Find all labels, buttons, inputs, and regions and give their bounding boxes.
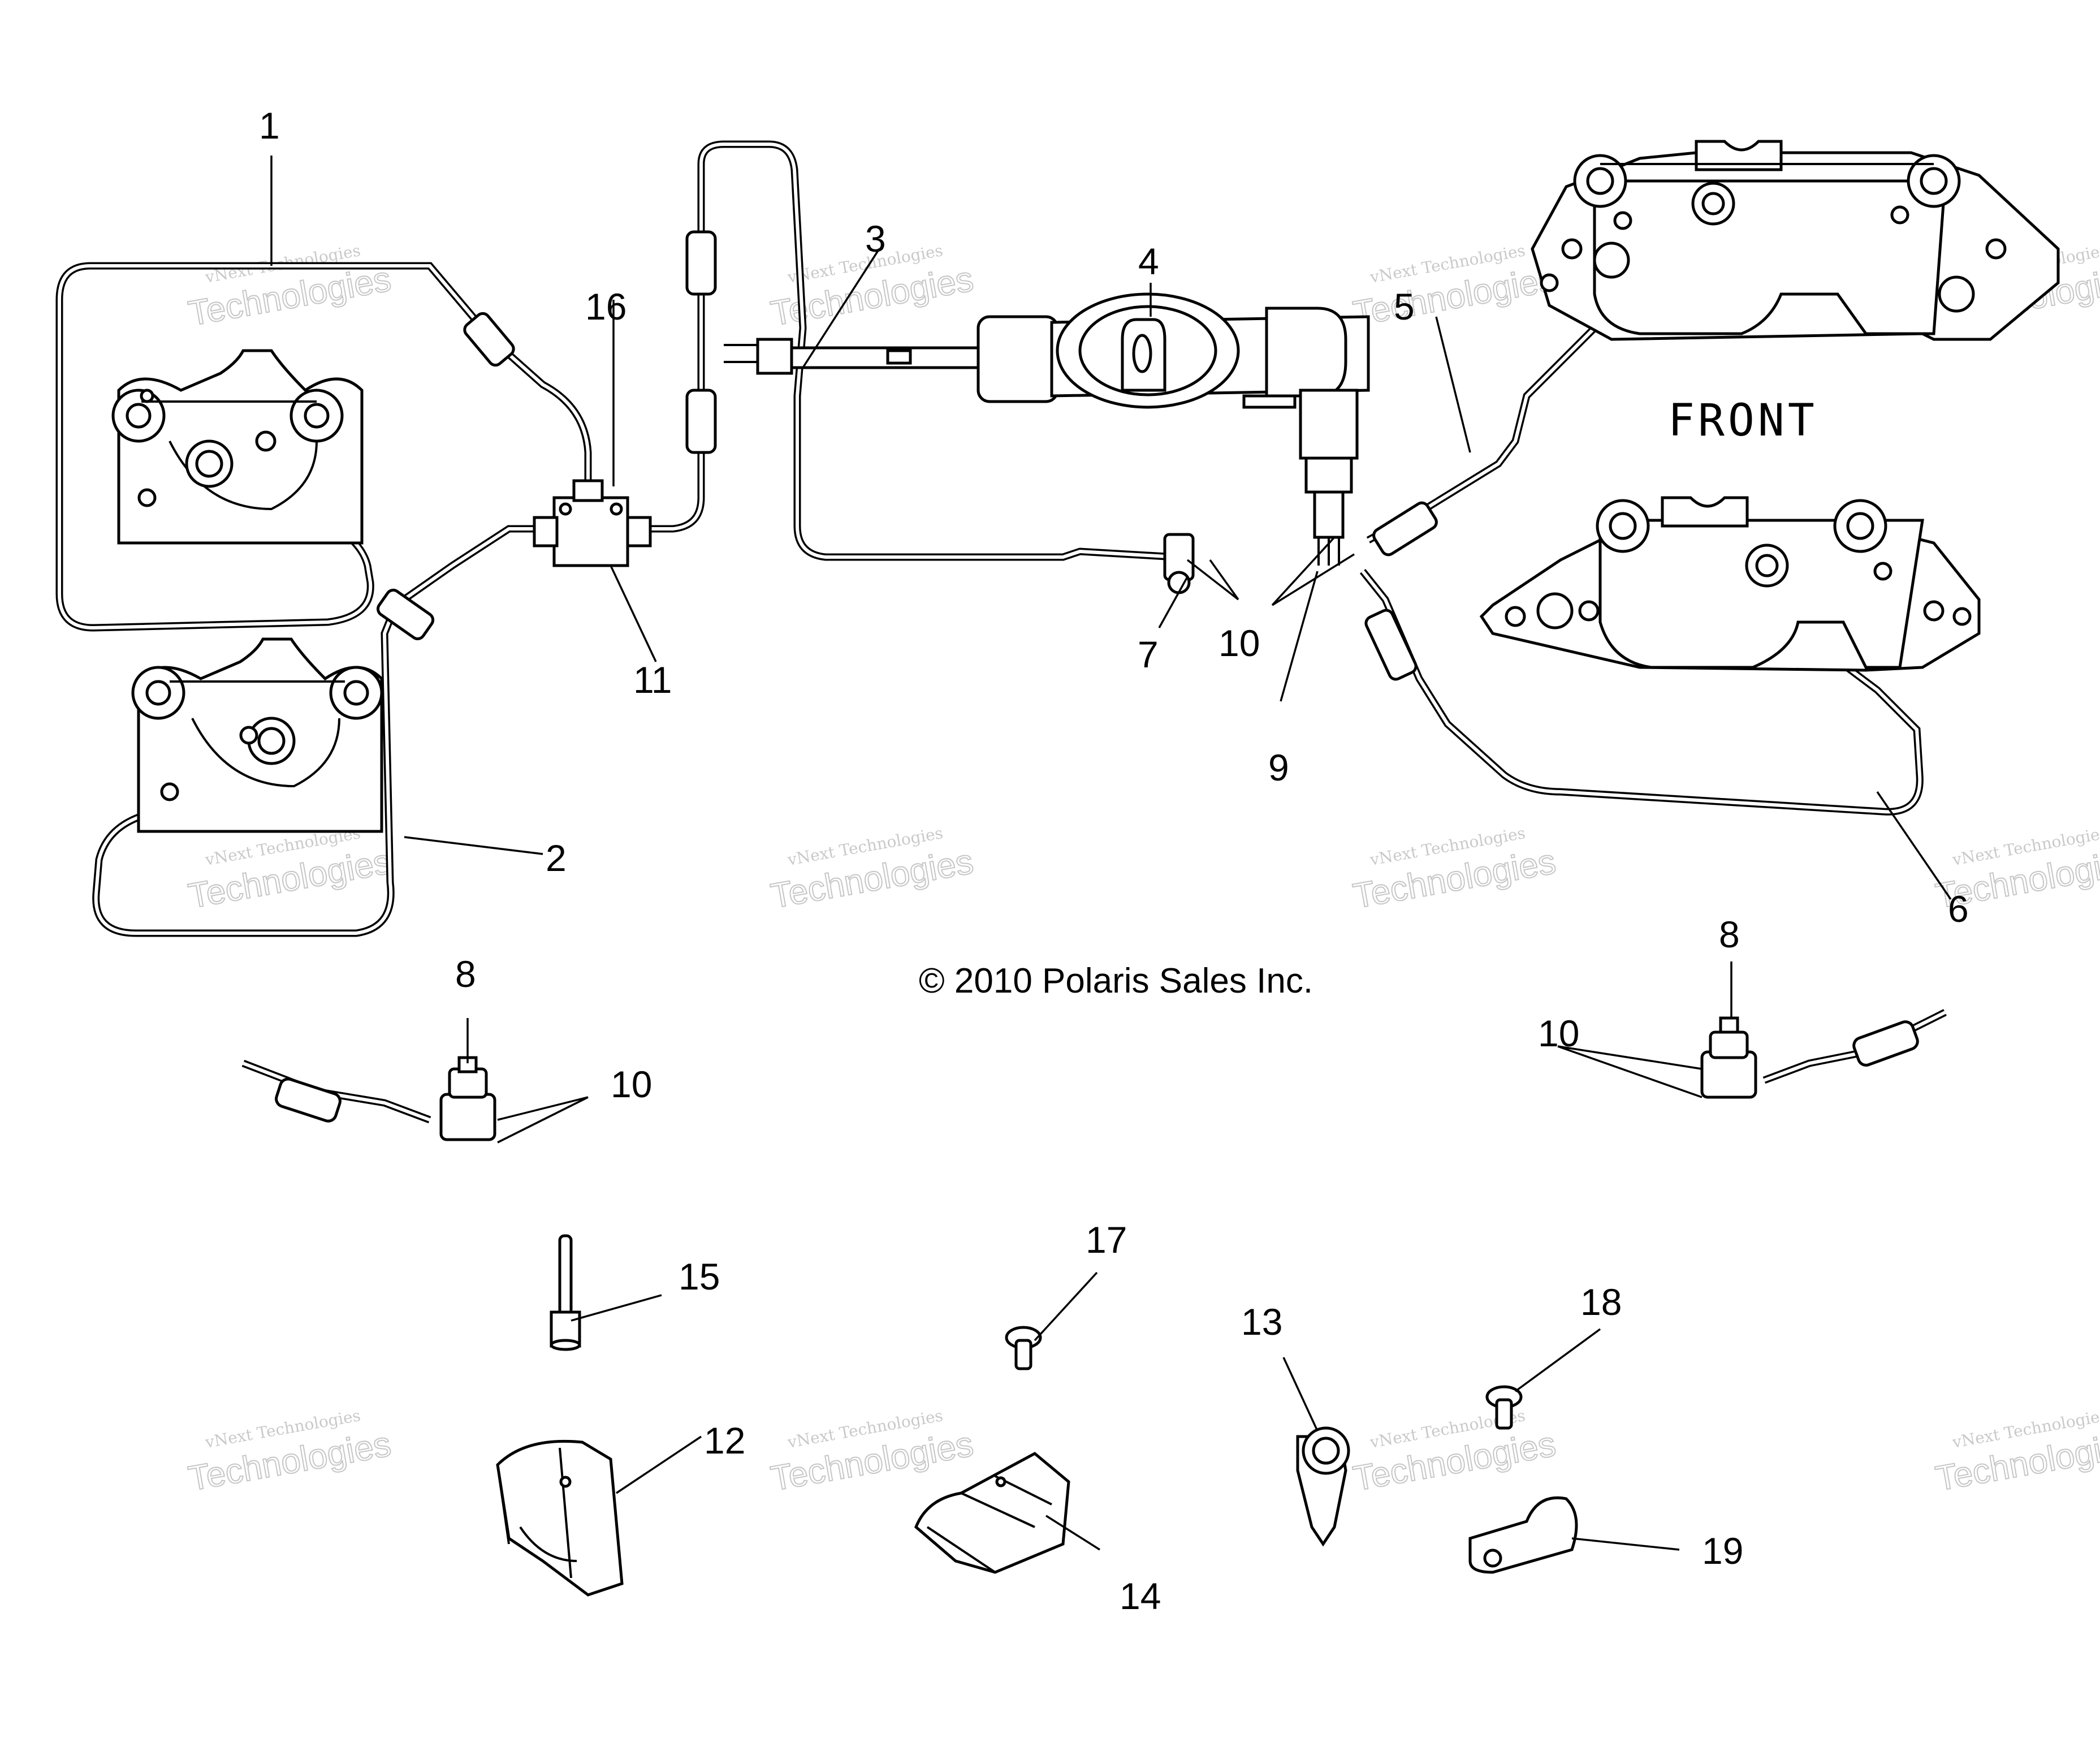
master-cylinder: [724, 292, 1370, 594]
callout-9: 9: [1268, 747, 1289, 788]
front-caliper-upper: [1531, 140, 2060, 341]
rear-caliper-upper: [111, 349, 364, 545]
distribution-block: [533, 479, 652, 567]
callout-11: 11: [633, 659, 672, 701]
fitting-sleeve: [685, 230, 717, 296]
callout-6: 6: [1948, 888, 1969, 930]
callout-19: 19: [1702, 1530, 1743, 1572]
banjo-fitting-right: [1700, 1009, 1947, 1099]
banjo-fitting-left: [241, 1056, 496, 1141]
callout-8-left: 8: [455, 953, 476, 995]
front-caliper-lower: [1479, 496, 1981, 672]
callout-1: 1: [259, 105, 280, 146]
callout-2: 2: [546, 837, 567, 879]
callout-12: 12: [704, 1420, 745, 1461]
copyright-notice: © 2010 Polaris Sales Inc.: [919, 961, 1313, 1000]
callout-13: 13: [1241, 1301, 1282, 1343]
screw-17: [1005, 1326, 1042, 1370]
fitting-sleeve: [1364, 609, 1418, 681]
rear-caliper-lower: [131, 637, 383, 833]
fitting-sleeve: [685, 389, 717, 454]
callout-18: 18: [1580, 1281, 1622, 1323]
leader-lines: [270, 156, 1952, 1551]
callout-10-right: 10: [1538, 1012, 1579, 1054]
clip-14: [914, 1451, 1070, 1574]
clamp-19: [1468, 1496, 1578, 1574]
callout-4: 4: [1138, 240, 1159, 282]
clip-13: [1296, 1426, 1350, 1547]
fitting-sleeve: [463, 312, 515, 367]
front-label: FRONT: [1668, 395, 1818, 446]
callout-numbers: 1 2 3 4 5 6 7 8 8 9 10 10 10 11 12 13 14…: [259, 105, 1969, 1617]
callout-17: 17: [1086, 1219, 1127, 1261]
brake-line-3: [639, 140, 1177, 561]
clip-12: [496, 1439, 624, 1597]
screw-18: [1485, 1385, 1523, 1430]
fitting-sleeve: [1372, 501, 1438, 557]
rivet-15: [550, 1234, 581, 1351]
callout-16: 16: [585, 286, 626, 327]
callout-7: 7: [1138, 633, 1159, 675]
brake-line-1: [55, 262, 592, 632]
callout-3: 3: [865, 218, 886, 260]
callout-5: 5: [1394, 286, 1415, 327]
callout-14: 14: [1120, 1575, 1161, 1617]
callout-10-center: 10: [1218, 622, 1260, 664]
callout-10-left: 10: [611, 1063, 652, 1105]
callout-8-right: 8: [1719, 913, 1740, 955]
fitting-sleeve: [377, 588, 435, 640]
callout-15: 15: [679, 1256, 720, 1297]
